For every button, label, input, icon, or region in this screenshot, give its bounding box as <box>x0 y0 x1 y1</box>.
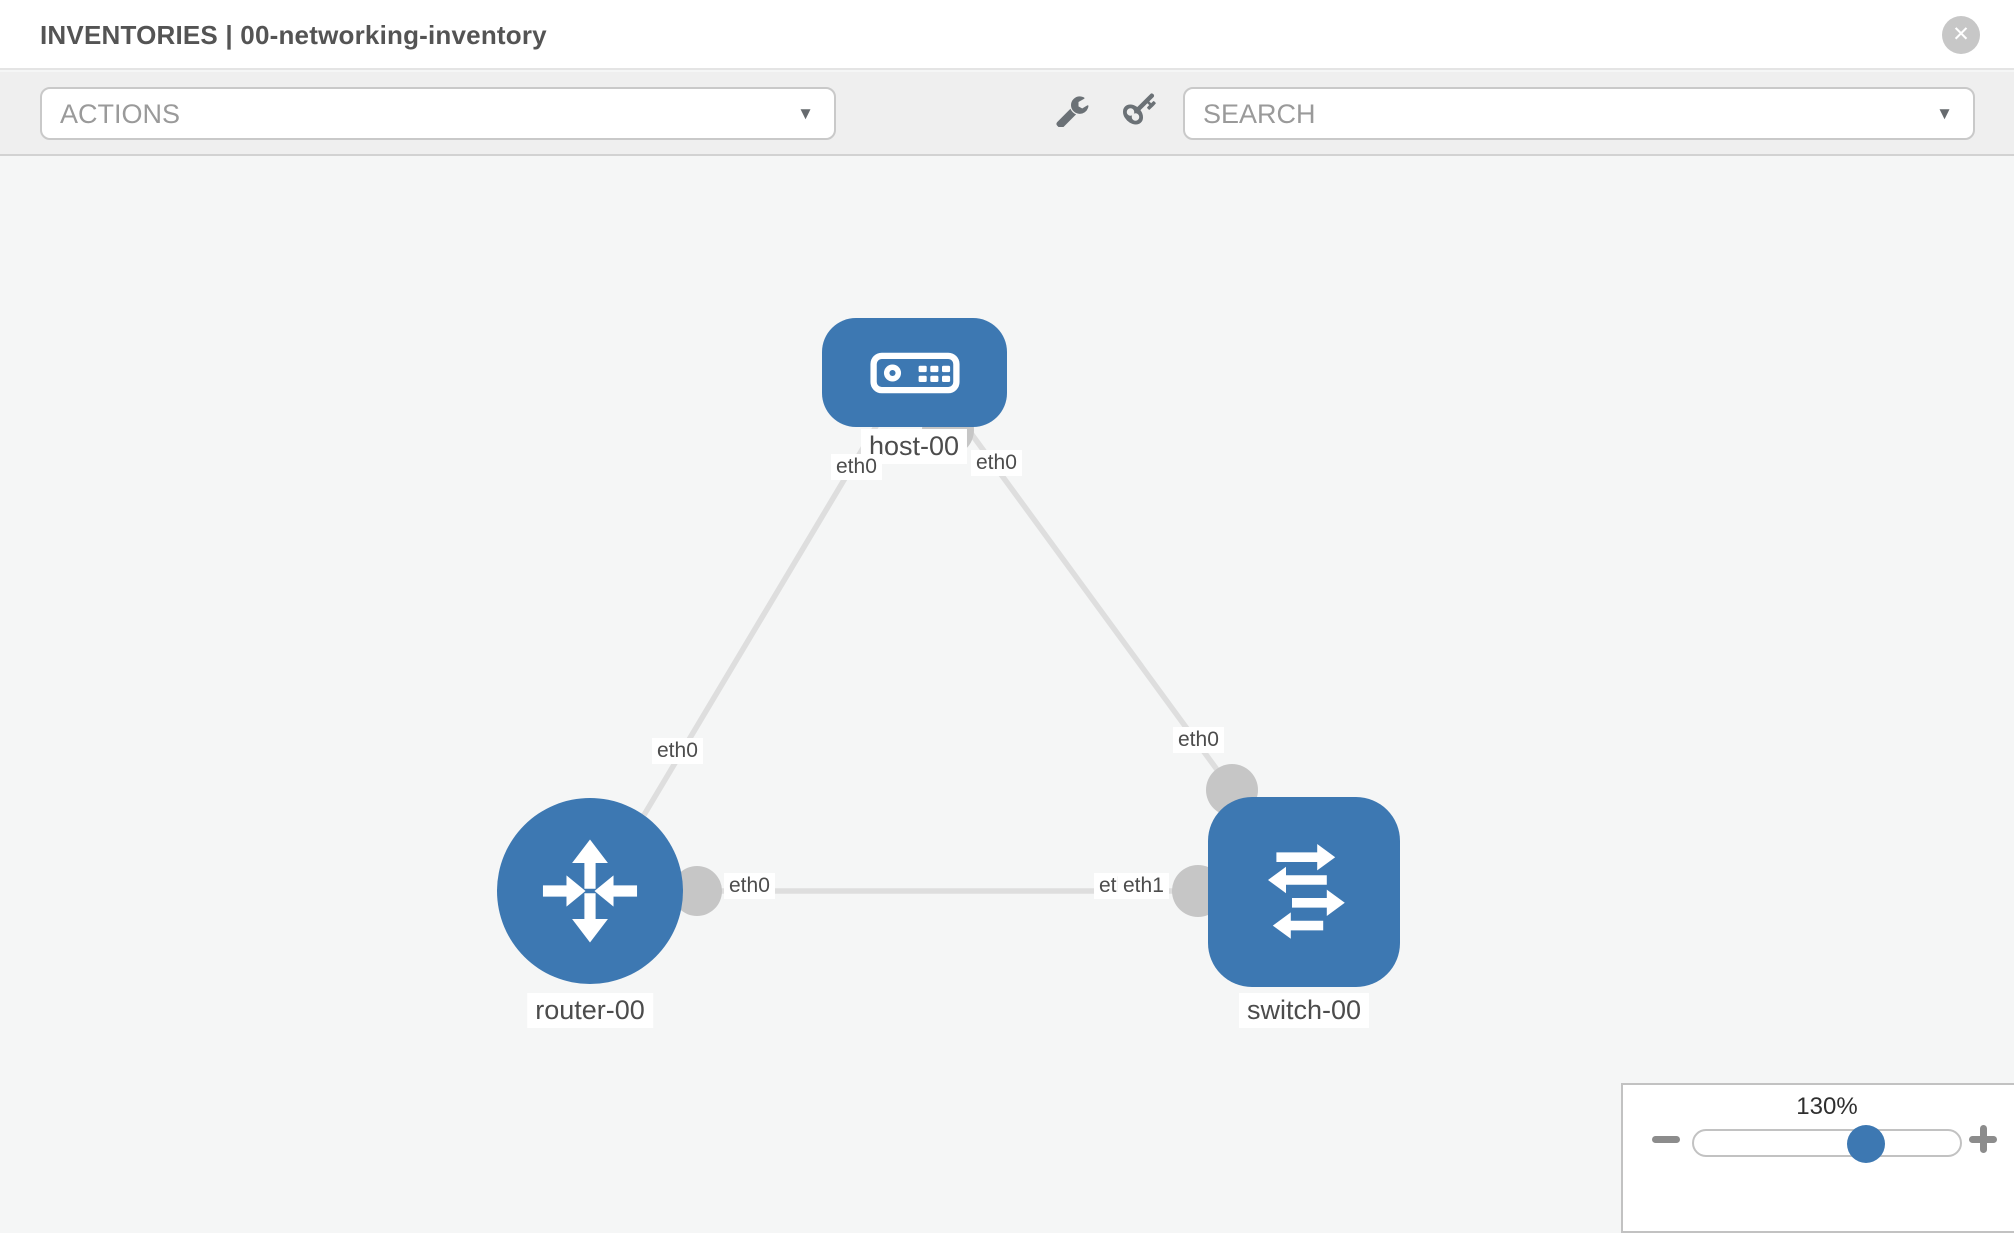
page-title: INVENTORIES | 00-networking-inventory <box>40 20 547 50</box>
zoom-out-button[interactable] <box>1652 1136 1680 1143</box>
plus-icon <box>1979 1125 1987 1153</box>
close-icon[interactable]: ✕ <box>1942 16 1980 54</box>
search-dropdown[interactable]: SEARCH ▼ <box>1183 87 1975 140</box>
caret-down-icon: ▼ <box>1936 104 1953 123</box>
breadcrumb-bar: INVENTORIES | 00-networking-inventory ✕ <box>0 0 2014 70</box>
node-label-router: router-00 <box>527 993 653 1028</box>
zoom-slider-knob[interactable] <box>1847 1125 1885 1163</box>
zoom-panel: 130% <box>1621 1083 2014 1233</box>
node-label-host: host-00 <box>860 429 968 464</box>
node-switch-00[interactable] <box>1208 797 1400 987</box>
topology-canvas[interactable]: host-00 router-00 switch-00 eth0 eth0 et… <box>0 157 2014 1200</box>
toolbar: ACTIONS ▼ SEARCH ▼ <box>0 72 2014 156</box>
switch-arrows-icon <box>1268 844 1345 939</box>
key-icon <box>1122 92 1156 124</box>
host-device-icon <box>869 352 960 393</box>
if-label-host-right: eth0 <box>971 450 1022 476</box>
zoom-in-button[interactable] <box>1969 1125 1997 1153</box>
search-dropdown-label: SEARCH <box>1203 99 1316 129</box>
wrench-icon <box>1055 95 1088 127</box>
if-label-router-link: eth0 <box>652 738 703 764</box>
configure-button[interactable] <box>1049 85 1097 133</box>
if-label-switch-eth1: eth1 <box>1118 873 1169 899</box>
actions-dropdown-label: ACTIONS <box>60 99 181 129</box>
zoom-slider-track[interactable] <box>1692 1129 1962 1157</box>
if-label-host-left: eth0 <box>831 454 882 480</box>
caret-down-icon: ▼ <box>797 104 814 123</box>
actions-dropdown[interactable]: ACTIONS ▼ <box>40 87 836 140</box>
node-label-switch: switch-00 <box>1238 993 1370 1028</box>
zoom-level-value: 130% <box>1796 1093 1858 1120</box>
router-arrows-icon <box>542 839 638 943</box>
topology-edges <box>641 413 1240 894</box>
credentials-button[interactable] <box>1116 85 1164 133</box>
node-host-00[interactable] <box>822 318 1007 427</box>
node-router-00[interactable] <box>497 798 683 984</box>
if-label-router-right: eth0 <box>724 873 775 899</box>
if-label-switch-link: eth0 <box>1173 727 1224 753</box>
